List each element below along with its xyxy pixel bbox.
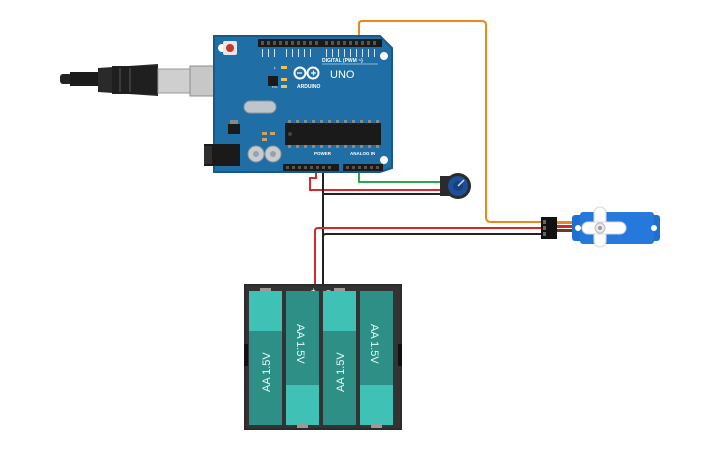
- arduino-infinity-icon: [293, 66, 320, 80]
- chip-notch: [288, 132, 292, 136]
- battery-cell-label: AA 1.5V: [261, 352, 273, 392]
- usb-cable-icon: [60, 64, 217, 97]
- board-model: UNO: [330, 69, 355, 81]
- digital-header-label: DIGITAL (PWM ~): [322, 58, 363, 64]
- smd-component: [262, 138, 267, 141]
- wires: [309, 20, 541, 287]
- holder-clip: [398, 344, 402, 366]
- power-header-label: POWER: [314, 151, 332, 156]
- servo-vcc-wire[interactable]: [314, 227, 541, 287]
- servo-gnd-wire[interactable]: [322, 233, 541, 238]
- battery-cell-label: AA 1.5V: [294, 324, 306, 364]
- battery-plus-terminal: +: [311, 286, 316, 295]
- reset-button-cap[interactable]: [226, 44, 234, 52]
- led-l-label: L: [274, 65, 277, 70]
- led-l: [281, 66, 287, 69]
- micro-servo-icon[interactable]: [541, 206, 660, 248]
- voltage-regulator: [228, 124, 240, 134]
- battery-cell: AA 1.5V: [249, 288, 282, 425]
- battery-cell: AA 1.5V: [286, 291, 319, 428]
- potentiometer-icon[interactable]: [440, 173, 471, 199]
- battery-holder-icon[interactable]: + − AA 1.5V AA 1.5V AA 1.5V AA 1: [244, 284, 402, 430]
- led-rx-label: RX: [272, 84, 278, 89]
- digital-header-pins: [261, 41, 376, 45]
- mount-hole: [380, 52, 388, 60]
- servo-mount-hole: [575, 225, 581, 231]
- holder-clip: [244, 344, 248, 366]
- crystal-oscillator: [243, 100, 277, 114]
- capacitor: [270, 151, 276, 157]
- atmega-chip: [285, 123, 381, 145]
- battery-cell: AA 1.5V: [360, 291, 393, 428]
- regulator-tab: [230, 120, 238, 124]
- led-rx: [281, 85, 287, 88]
- pin-label-marks: [262, 49, 375, 57]
- chip-pins: [288, 120, 379, 148]
- pot-vcc-wire[interactable]: [309, 168, 445, 191]
- usb-chip: [268, 76, 278, 86]
- smd-component: [262, 132, 267, 135]
- capacitor: [253, 151, 259, 157]
- arduino-uno-board[interactable]: DIGITAL (PWM ~) L TX RX UNO ARDUINO: [204, 35, 393, 173]
- led-tx: [281, 78, 287, 81]
- board-brand: ARDUINO: [297, 84, 320, 90]
- battery-cell-label: AA 1.5V: [368, 324, 380, 364]
- signal-wire[interactable]: [358, 20, 541, 223]
- servo-mount-hole: [651, 225, 657, 231]
- mount-hole: [380, 156, 388, 164]
- battery-minus-terminal: −: [326, 286, 331, 295]
- analog-header-label: ANALOG IN: [350, 151, 375, 156]
- battery-cell: AA 1.5V: [323, 288, 356, 425]
- analog-header[interactable]: [343, 164, 383, 171]
- digital-header[interactable]: [258, 39, 382, 47]
- dc-power-jack-face: [204, 146, 212, 164]
- battery-cell-label: AA 1.5V: [335, 352, 347, 392]
- bottom-header-pins: [286, 166, 379, 169]
- smd-component: [270, 132, 275, 135]
- dc-power-jack[interactable]: [204, 144, 240, 166]
